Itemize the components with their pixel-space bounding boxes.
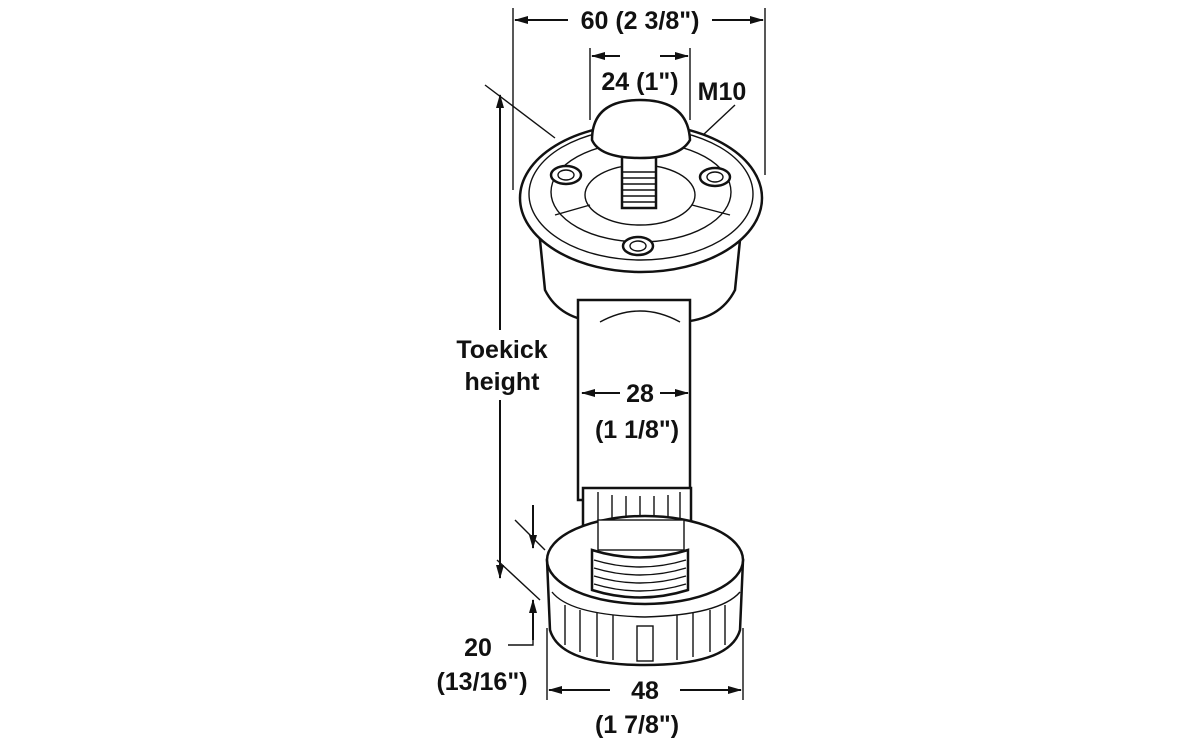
dimension-tube-diameter: 28 (1 1/8") (581, 380, 689, 444)
base-height-mm: 20 (464, 634, 492, 662)
dimension-flange-width: 60 (2 3/8") (512, 7, 766, 190)
toekick-label-line1: Toekick (456, 336, 547, 364)
toekick-label-line2: height (465, 368, 541, 396)
screw-hole (621, 235, 655, 257)
leveling-leg (518, 98, 764, 667)
flange-width-label: 60 (2 3/8") (581, 7, 700, 35)
screw-hole (549, 164, 583, 186)
tube-diameter-in: (1 1/8") (595, 416, 679, 444)
cap-width-label: 24 (1") (601, 68, 678, 96)
dimension-base-width: 48 (1 7/8") (546, 628, 744, 739)
dimension-cap-width: 24 (1") (589, 48, 691, 120)
tube-diameter-mm: 28 (626, 380, 654, 408)
screw-hole (698, 166, 732, 188)
dimension-toekick-height: Toekick height (456, 84, 556, 601)
base-height-in: (13/16") (436, 668, 527, 696)
thread-label: M10 (698, 78, 747, 106)
dimension-base-height: 20 (13/16") (436, 505, 546, 696)
base-width-mm: 48 (631, 677, 659, 705)
base-width-in: (1 7/8") (595, 711, 679, 739)
